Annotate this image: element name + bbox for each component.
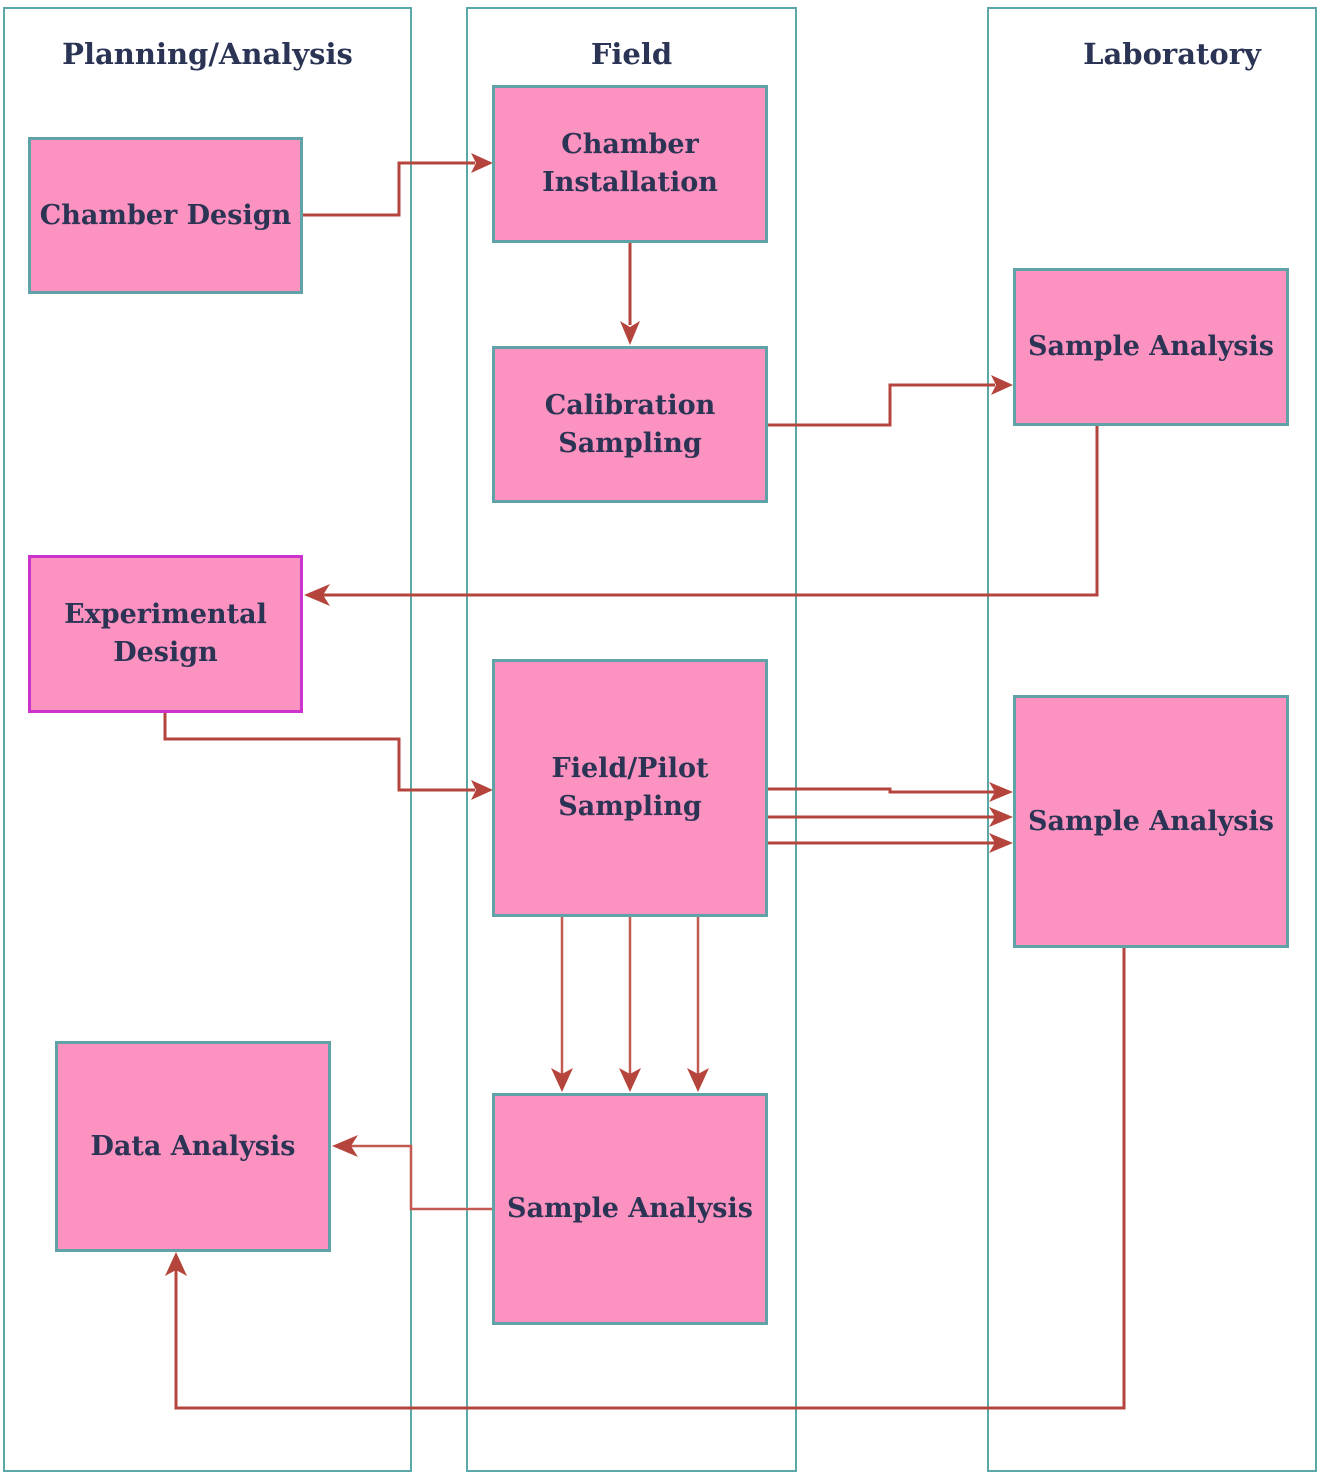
arrowhead-calibration <box>620 321 640 345</box>
chamber-design-box: Chamber Design <box>28 137 303 294</box>
edge-field-sampling-to-lab-analysis-2-a <box>768 787 995 794</box>
edge-calibration-to-lab-analysis-1 <box>768 383 995 427</box>
lane-planning-title: Planning/Analysis <box>62 37 353 71</box>
arrowhead-field-analysis-b <box>619 1068 641 1092</box>
edge-field-analysis-to-data-analysis <box>350 1144 493 1211</box>
arrowhead-lab-analysis-2-a <box>989 782 1013 802</box>
edge-lab-analysis-1-to-experimental-design <box>322 426 1099 597</box>
arrowhead-field-sampling <box>471 780 493 800</box>
data-analysis-box: Data Analysis <box>55 1041 331 1252</box>
edge-lab-analysis-2-to-data-analysis <box>174 948 1126 1410</box>
field-sample-analysis-box: Sample Analysis <box>492 1093 768 1325</box>
experimental-design-box: Experimental Design <box>28 555 303 713</box>
lab-sample-analysis-box-2: Sample Analysis <box>1013 695 1289 948</box>
calibration-sampling-box: Calibration Sampling <box>492 346 768 503</box>
arrowhead-lab-analysis-2-c <box>989 833 1013 853</box>
arrowhead-field-analysis-c <box>687 1068 709 1092</box>
arrowhead-experimental-design <box>304 584 330 606</box>
arrowhead-data-analysis-side <box>332 1135 358 1157</box>
arrowhead-field-analysis-a <box>551 1068 573 1092</box>
edge-experimental-design-to-field-sampling <box>163 713 475 792</box>
chamber-installation-box: Chamber Installation <box>492 85 768 243</box>
lane-field-title: Field <box>590 37 673 71</box>
edge-chamber-design-to-installation <box>303 161 475 217</box>
lab-sample-analysis-box-1: Sample Analysis <box>1013 268 1289 426</box>
lane-laboratory-title: Laboratory <box>1083 37 1261 71</box>
field-pilot-sampling-box: Field/Pilot Sampling <box>492 659 768 917</box>
arrowhead-lab-analysis-1 <box>991 375 1013 395</box>
arrowhead-installation <box>471 153 493 173</box>
arrowhead-data-analysis-bottom <box>165 1252 187 1276</box>
arrowhead-lab-analysis-2-b <box>989 807 1013 827</box>
